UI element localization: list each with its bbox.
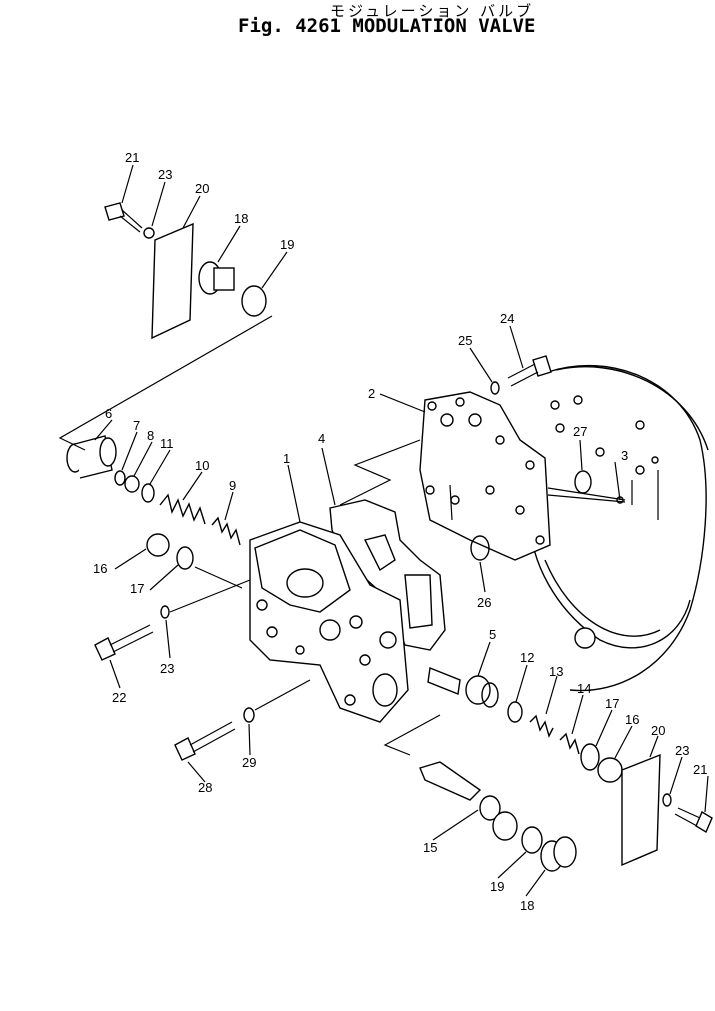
part-5-spool	[427, 667, 499, 708]
label-2: 2	[368, 386, 375, 401]
label-17: 17	[130, 581, 144, 596]
part-21-bolt-upper	[104, 202, 143, 233]
label-7: 7	[133, 418, 140, 433]
label-13: 13	[549, 664, 563, 679]
part-20-plate-upper	[151, 222, 194, 340]
label-26: 26	[477, 595, 491, 610]
label-15: 15	[423, 840, 437, 855]
part-20-plate-lower	[621, 753, 661, 867]
part-26-o-ring	[470, 535, 490, 561]
part-9-spring	[211, 516, 241, 546]
label-19: 19	[280, 237, 294, 252]
part-19-o-ring-upper	[241, 285, 267, 317]
label-23: 23	[158, 167, 172, 182]
part-18-plug-upper	[198, 261, 235, 295]
label-21: 21	[693, 762, 707, 777]
label-16: 16	[625, 712, 639, 727]
part-19-o-ring-lower	[521, 826, 543, 854]
part-12-cup	[507, 701, 523, 723]
label-21: 21	[125, 150, 139, 165]
label-6: 6	[105, 406, 112, 421]
part-11-ring	[141, 483, 155, 503]
transmission-housing	[529, 364, 709, 692]
label-24: 24	[500, 311, 514, 326]
label-20: 20	[651, 723, 665, 738]
label-10: 10	[195, 458, 209, 473]
part-8-seat	[124, 475, 140, 493]
part-17-o-ring-left	[176, 546, 194, 570]
part-23-washer-left	[160, 605, 170, 619]
label-17: 17	[605, 696, 619, 711]
label-23: 23	[675, 743, 689, 758]
label-20: 20	[195, 181, 209, 196]
part-15-spool	[419, 761, 518, 841]
label-5: 5	[489, 627, 496, 642]
label-4: 4	[318, 431, 325, 446]
part-27-o-ring	[574, 470, 592, 494]
part-28-bolt	[174, 721, 236, 761]
label-23: 23	[160, 661, 174, 676]
diagram-title-japanese: モジュレーション バルブ	[330, 2, 535, 20]
part-14-retainer	[559, 732, 580, 755]
label-18: 18	[234, 211, 248, 226]
label-25: 25	[458, 333, 472, 348]
label-9: 9	[229, 478, 236, 493]
part-23-washer-upper	[143, 227, 155, 239]
label-19: 19	[490, 879, 504, 894]
part-13-spring	[529, 714, 554, 738]
label-14: 14	[577, 681, 591, 696]
part-16-plug-right	[597, 757, 623, 783]
part-29-washer	[243, 707, 255, 723]
label-28: 28	[198, 780, 212, 795]
part-labels: 21 23 20 18 19 24 25 2 6 7 8 11 4 27 3 1…	[93, 150, 707, 913]
label-22: 22	[112, 690, 126, 705]
part-22-bolt	[94, 624, 154, 661]
label-18: 18	[520, 898, 534, 913]
part-23-washer-right	[662, 793, 672, 807]
part-21-bolt-lower	[674, 807, 713, 834]
part-6-sleeve	[66, 435, 117, 479]
part-24-bolt	[507, 355, 552, 387]
part-7-washer	[114, 470, 126, 486]
part-16-plug-left	[146, 533, 170, 557]
label-1: 1	[283, 451, 290, 466]
diagram-title: Fig. 4261 MODULATION VALVE	[238, 15, 536, 37]
part-25-washer	[490, 381, 500, 395]
part-2-cover-plate	[419, 391, 551, 561]
part-10-spring	[159, 493, 206, 525]
label-11: 11	[160, 436, 174, 451]
label-8: 8	[147, 428, 154, 443]
label-12: 12	[520, 650, 534, 665]
leader-lines	[94, 164, 709, 897]
label-29: 29	[242, 755, 256, 770]
part-1-valve-body	[249, 521, 409, 723]
part-18-plug-lower	[540, 836, 577, 872]
label-16: 16	[93, 561, 107, 576]
label-3: 3	[621, 448, 628, 463]
label-27: 27	[573, 424, 587, 439]
part-17-o-ring-right	[580, 743, 600, 771]
assembly-guide-lines	[58, 315, 626, 756]
